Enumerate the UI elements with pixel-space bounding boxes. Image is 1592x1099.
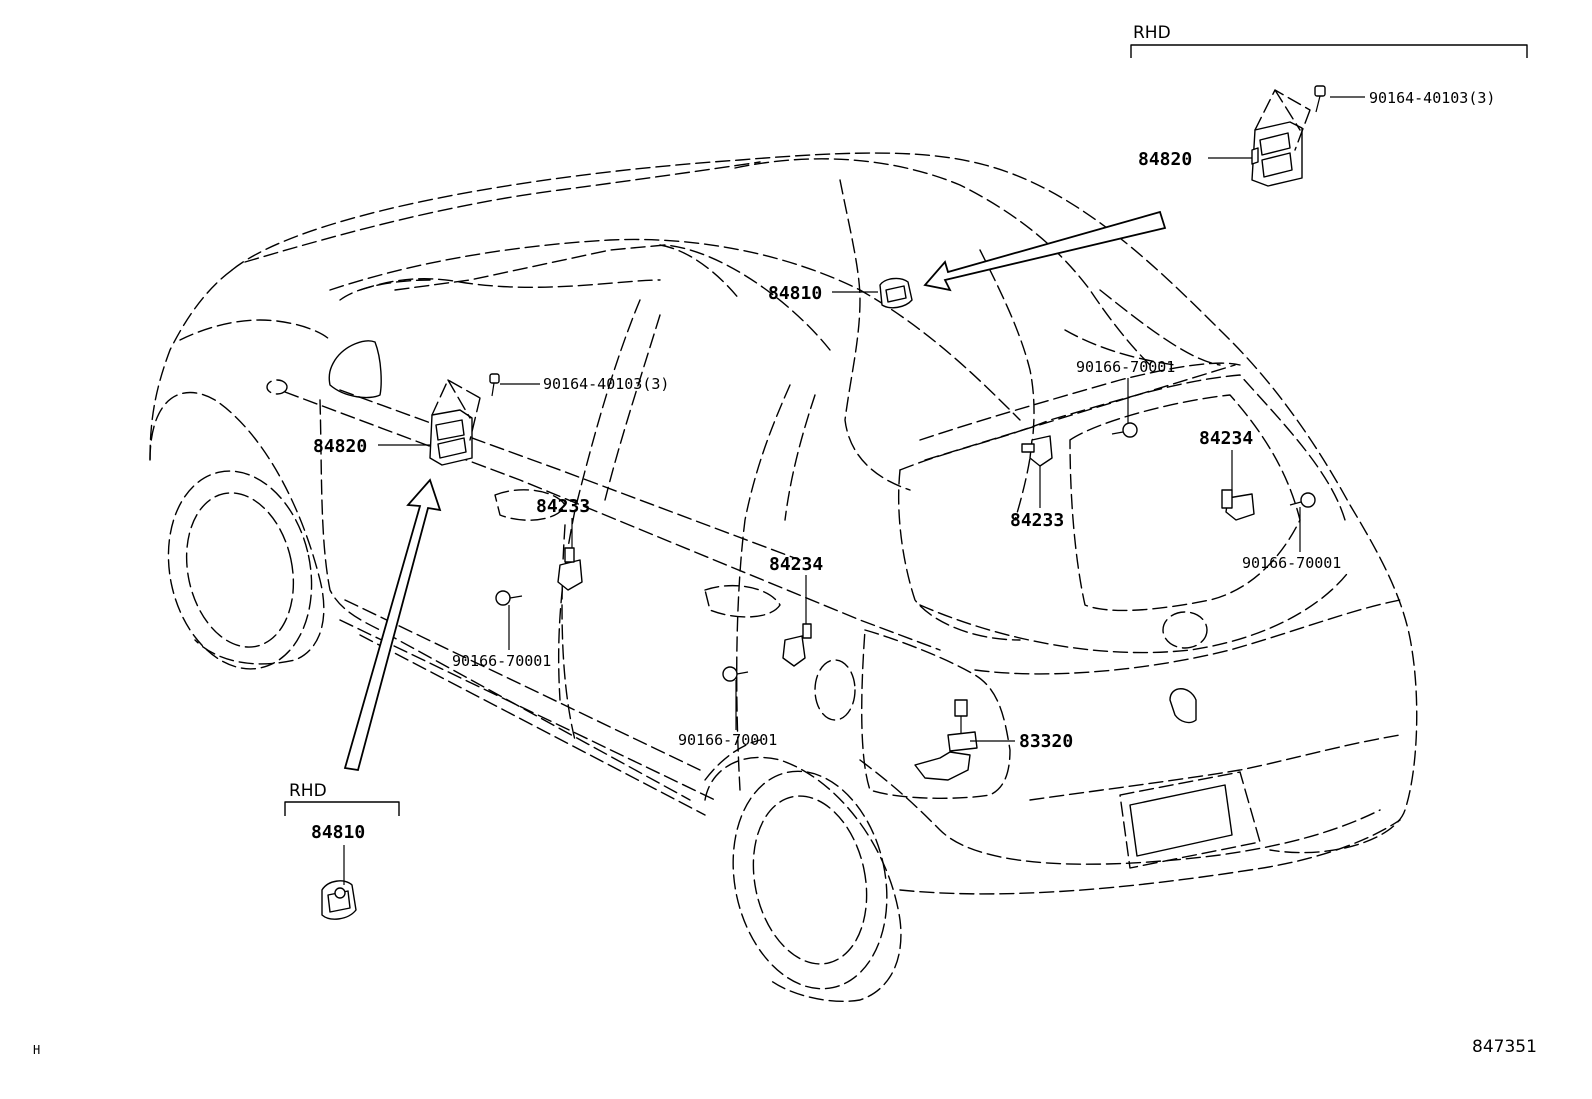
bolt-90164-40103-top-icon [1314,85,1326,113]
leader-lines [343,96,1365,885]
courtesy-switch-84233-front-icon [557,547,583,591]
screw-90166-70001-rear-right-icon [1289,492,1316,508]
rhd-bracket-top [1130,44,1528,58]
bolt-90164-40103-left-icon [489,373,500,397]
sensor-83320-icon [914,699,978,781]
switch-84810-icon [879,277,913,309]
window-switch-84820-icon [429,409,473,466]
part-label-84810-bottom: 84810 [311,822,365,843]
part-label-83320: 83320 [1019,731,1073,752]
window-switch-84820-rhd-icon [1251,121,1303,187]
part-label-84234-rear: 84234 [1199,428,1253,449]
part-label-84820-left: 84820 [313,436,367,457]
location-arrow-front [343,478,442,772]
part-label-84820-top: 84820 [1138,149,1192,170]
courtesy-switch-84234-rear-icon [1221,489,1255,521]
part-label-90166-70001-rear-top: 90166-70001 [1076,358,1175,376]
part-label-90164-40103-top: 90164-40103(3) [1369,89,1495,107]
part-label-90166-70001-front-right: 90166-70001 [678,731,777,749]
part-label-84810-upper: 84810 [768,283,822,304]
switch-alignment-dashes-left [431,379,481,441]
part-label-90164-40103-left: 90164-40103(3) [543,375,669,393]
switch-alignment-dashes-top [1254,89,1311,151]
rhd-bracket-bottom [284,801,400,816]
corner-mark: H [33,1043,40,1057]
switch-84810-rhd-icon [321,880,357,920]
rhd-label-bottom: RHD [289,781,327,801]
location-arrow-rear [923,210,1167,292]
part-label-84233-rear: 84233 [1010,510,1064,531]
screw-90166-70001-front-left-icon [495,590,523,606]
screw-90166-70001-rear-top-icon [1111,422,1138,438]
part-label-90166-70001-rear-right: 90166-70001 [1242,554,1341,572]
part-label-84233-front: 84233 [536,496,590,517]
illustration-id: 847351 [1472,1037,1537,1057]
part-label-84234-front: 84234 [769,554,823,575]
courtesy-switch-84234-front-icon [782,623,812,667]
courtesy-switch-84233-rear-icon [1021,435,1053,467]
rhd-label-top: RHD [1133,23,1171,43]
vehicle-outline [149,152,1418,1002]
screw-90166-70001-front-right-icon [722,666,749,682]
part-label-90166-70001-front-left: 90166-70001 [452,652,551,670]
